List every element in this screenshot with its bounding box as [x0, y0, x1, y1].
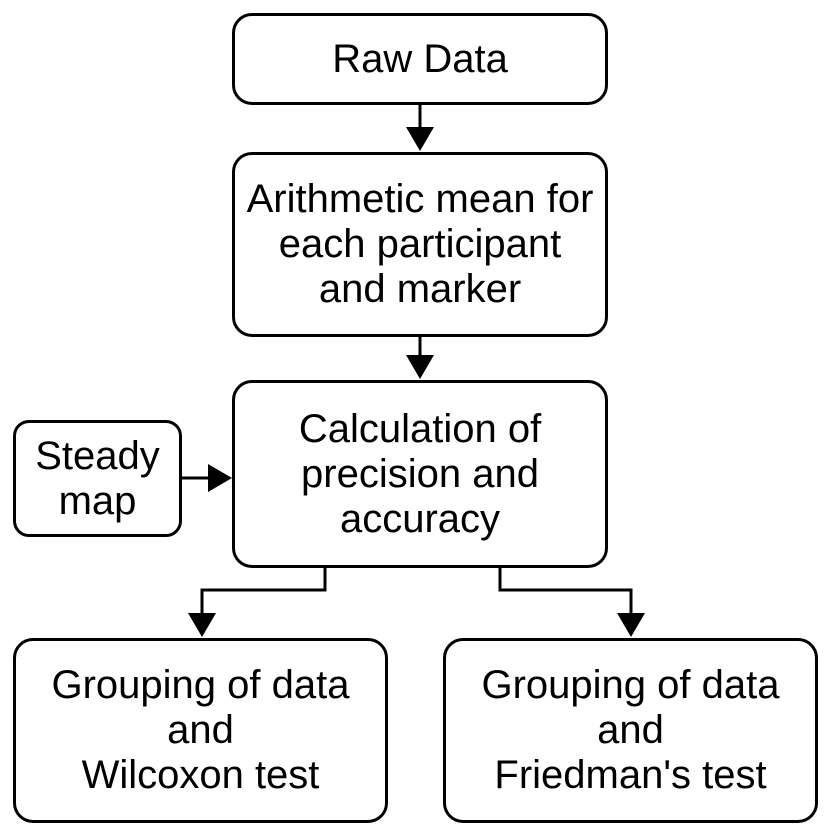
- arrowhead-down-icon: [406, 355, 434, 379]
- edge-steady-to-calc: [182, 464, 232, 492]
- node-raw-data: Raw Data: [232, 13, 608, 105]
- node-grouping-friedman-label: Grouping of data and Friedman's test: [481, 663, 780, 797]
- node-calculation: Calculation of precision and accuracy: [232, 380, 608, 568]
- edge-mean-to-calc: [406, 337, 434, 379]
- arrowhead-down-icon: [188, 613, 216, 637]
- edge-line: [200, 568, 327, 618]
- node-grouping-friedman: Grouping of data and Friedman's test: [443, 638, 818, 823]
- arrowhead-down-icon: [617, 613, 645, 637]
- node-steady-map: Steady map: [13, 420, 182, 537]
- edge-line: [498, 568, 633, 618]
- edge-calc-to-wilcoxon: [188, 568, 327, 637]
- node-arithmetic-mean: Arithmetic mean for each participant and…: [232, 152, 608, 337]
- node-calculation-label: Calculation of precision and accuracy: [298, 406, 542, 541]
- node-grouping-wilcoxon: Grouping of data and Wilcoxon test: [13, 638, 388, 823]
- node-raw-data-label: Raw Data: [332, 36, 508, 81]
- arrowhead-right-icon: [208, 464, 232, 492]
- edge-raw-to-mean: [406, 105, 434, 151]
- node-grouping-wilcoxon-label: Grouping of data and Wilcoxon test: [51, 663, 350, 797]
- node-arithmetic-mean-label: Arithmetic mean for each participant and…: [246, 177, 594, 311]
- arrowhead-down-icon: [406, 127, 434, 151]
- node-steady-map-label: Steady map: [35, 433, 160, 523]
- edge-calc-to-friedman: [498, 568, 645, 637]
